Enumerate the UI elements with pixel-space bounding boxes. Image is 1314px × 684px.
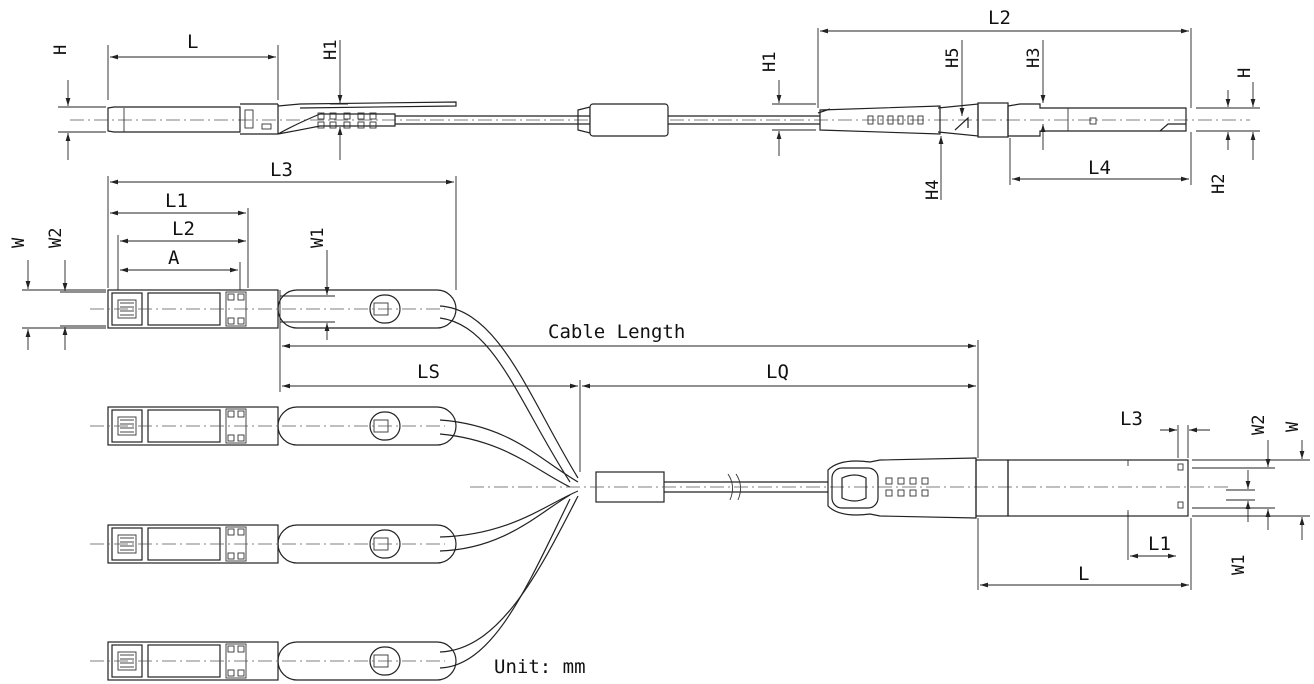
sfp-l1-label: L1 bbox=[165, 190, 188, 212]
unit-note: Unit: mm bbox=[494, 656, 586, 678]
sfp-module-group bbox=[90, 289, 457, 681]
top-l2-label: L2 bbox=[988, 7, 1011, 29]
lq-label: LQ bbox=[766, 361, 789, 383]
sfp-a-label: A bbox=[168, 247, 180, 269]
top-h-right-label: H bbox=[1235, 68, 1255, 78]
sfp-module bbox=[90, 406, 457, 446]
qsfp-module bbox=[827, 457, 1189, 519]
sfp-module bbox=[90, 289, 457, 329]
sfp-module bbox=[90, 641, 457, 681]
top-h1-left-label: H1 bbox=[321, 40, 341, 60]
qsfp-l3-label: L3 bbox=[1120, 408, 1143, 430]
qsfp-l-label: L bbox=[1078, 563, 1089, 585]
cable-length-label: Cable Length bbox=[548, 321, 685, 343]
sfp-module bbox=[90, 524, 457, 564]
top-h2-label: H2 bbox=[1209, 174, 1229, 194]
top-h-left-label: H bbox=[51, 45, 71, 55]
top-l4-label: L4 bbox=[1088, 157, 1111, 179]
sfp-l2-label: L2 bbox=[172, 218, 195, 240]
assembly-dimensions: Cable Length LS LQ L3 W2 W L1 W1 L bbox=[9, 159, 1310, 678]
top-l-label: L bbox=[187, 31, 198, 53]
qsfp-w-label: W bbox=[1283, 421, 1303, 432]
qsfp-w2-label: W2 bbox=[1249, 415, 1269, 435]
sfp-l3-label: L3 bbox=[270, 159, 293, 181]
top-h5-label: H5 bbox=[943, 48, 963, 68]
top-h4-label: H4 bbox=[923, 180, 943, 200]
side-view: L H H1 L2 H1 H5 H3 H4 L4 bbox=[51, 7, 1260, 200]
top-h1-right-label: H1 bbox=[760, 52, 780, 72]
qsfp-w1-label: W1 bbox=[1229, 555, 1249, 575]
sfp-w2-label: W2 bbox=[46, 228, 66, 248]
sfp-w1-label: W1 bbox=[308, 228, 328, 248]
ls-label: LS bbox=[417, 361, 440, 383]
breakout-cables bbox=[439, 305, 1232, 669]
top-h3-label: H3 bbox=[1024, 48, 1044, 68]
sfp-w-label: W bbox=[9, 237, 29, 248]
qsfp-l1-label: L1 bbox=[1148, 533, 1171, 555]
